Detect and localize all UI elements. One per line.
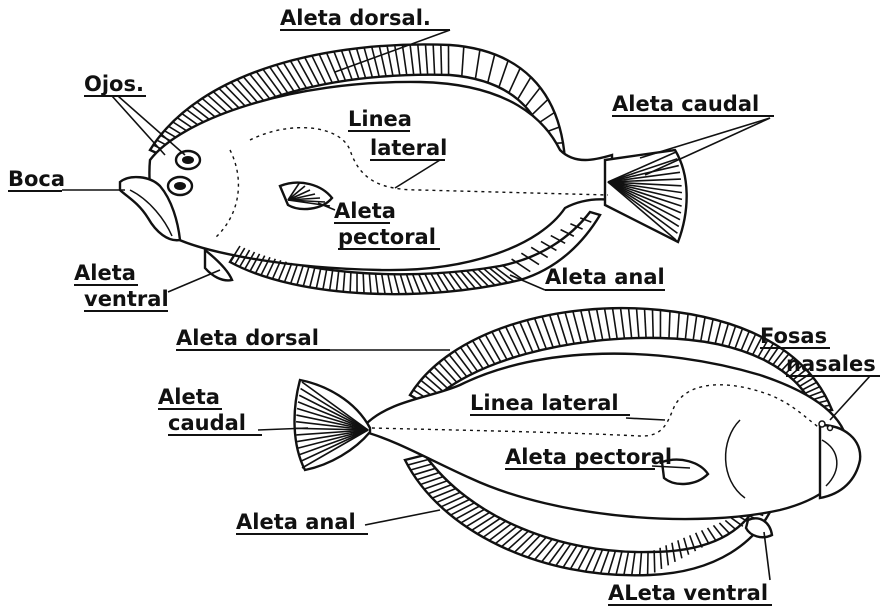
fin-ray [708,528,716,541]
label-bottom-lateral: Linea lateral [470,391,619,415]
label-top-dorsal: Aleta dorsal. [280,6,431,30]
fin-ray [652,309,653,338]
label-bottom-nostrils-1: Fosas [760,324,827,348]
label-bottom-nostrils-2: nasales [786,352,876,376]
bottom-ventral-fin [746,518,772,537]
bottom-mouth [820,425,860,498]
fin-ray [731,518,743,526]
label-bottom-pectoral: Aleta pectoral [505,445,672,469]
label-top-ventral-1: Aleta [74,261,136,285]
label-bottom-anal: Aleta anal [236,510,356,534]
fin-ray [654,550,655,572]
fin-ray [725,520,736,529]
label-top-eyes: Ojos. [84,72,144,96]
label-bottom-caudal-1: Aleta [158,385,220,409]
fin-ray [713,525,722,537]
label-top-pectoral-2: pectoral [338,225,436,249]
fin-ray [441,45,442,75]
label-bottom-caudal-2: caudal [168,411,246,435]
label-top-anal: Aleta anal [545,265,665,289]
fish-top [120,44,687,294]
label-top-ventral-2: ventral [84,287,169,311]
label-bottom-dorsal: Aleta dorsal [176,326,319,350]
label-top-pectoral-1: Aleta [334,199,396,223]
label-bottom-ventral: ALeta ventral [608,581,768,605]
fin-ray [669,311,670,338]
fin-ray [350,272,351,292]
label-top-lateral-1: Linea [348,107,412,131]
label-top-lateral-2: lateral [370,136,447,160]
label-top-caudal: Aleta caudal [612,92,759,116]
fin-ray [363,273,364,293]
fin-ray [719,523,729,533]
top-caudal-fin [605,150,687,242]
label-top-mouth: Boca [8,167,65,191]
fin-ray [702,530,709,544]
